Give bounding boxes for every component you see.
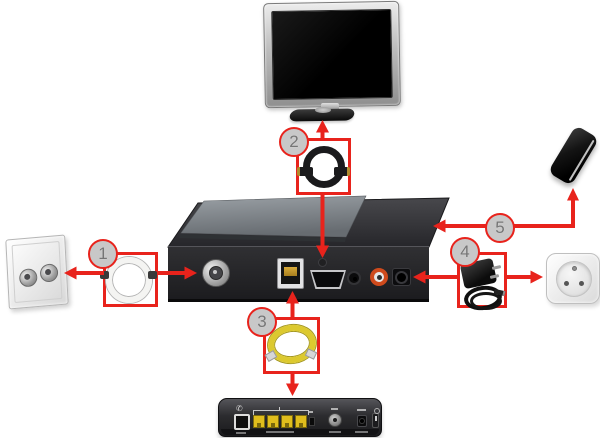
outlet-hole-left [564,281,569,286]
coax-end-left [100,271,109,279]
wall-socket-hole-right [44,268,52,276]
stb-lid [180,195,367,238]
sat-input-pin [213,270,217,274]
hdmi-screw-hole [319,259,326,266]
rca-center-pin [376,274,382,280]
router-reset-button [309,417,315,426]
phone-port-label [236,432,246,434]
router: ✆ [218,398,382,437]
hdmi-port [310,270,346,289]
hdmi-connector-right [334,167,350,176]
ethernet-port [277,258,304,289]
arrow-to-power-outlet-head [530,270,543,284]
reset-icon [309,411,313,413]
phone-icon: ✆ [236,404,243,413]
power-in-icon [357,409,366,411]
outlet-ground-pin [572,266,577,271]
rca-audio-port [370,268,388,286]
stb-top-face [167,197,450,248]
outlet-hole-right [579,281,584,286]
coax-port-label [329,431,341,433]
step3-badge: 3 [247,307,277,337]
router-coax-hole [333,418,337,422]
hdmi-connector-left [297,167,313,176]
audio-jack-port [347,271,361,285]
router-lan-bracket-tick [279,407,280,411]
tv-stand-neck [321,103,339,111]
arrow-to-router-head [286,383,299,396]
dc-power-hole [395,270,408,284]
power-icon [374,408,380,414]
router-dc-port [357,415,367,427]
router-phone-port [234,414,250,430]
router-lan-port-2 [267,415,279,428]
router-power-switch [372,413,379,428]
dc-power-port [392,268,411,286]
external-hard-drive [547,124,600,187]
cable-icon [331,408,338,410]
router-lan-port-3 [281,415,293,428]
ethernet-port-pins [284,267,297,276]
ethernet-ports-label [266,431,294,433]
router-lan-bracket [253,410,309,415]
router-coax-port [328,413,342,427]
sat-input-port [202,259,230,287]
step2-badge: 2 [279,127,309,157]
dc-port-label [355,431,368,433]
power-adapter-cable-coil-2 [470,292,502,310]
router-lan-port-1 [253,415,265,428]
router-lan-port-4 [295,415,307,428]
satellite-wall-socket [5,234,69,310]
step5-badge: 5 [485,213,515,243]
tv [263,0,401,109]
outlet-recess [556,261,592,297]
step1-box [103,252,158,307]
step3-box [263,317,320,374]
power-outlet [546,253,600,304]
arrow-to-hdd-head [567,188,579,201]
step4-badge: 4 [450,237,480,267]
tv-stand-disc [315,107,331,113]
audio-jack-hole [353,277,357,281]
tv-screen [271,8,393,101]
step1-badge: 1 [88,239,118,269]
coax-cable-coil [106,257,152,303]
arrow-hdd-to-stb-head [433,219,446,233]
hdd-reflection [568,139,595,182]
router-bottom-band [221,429,379,435]
hdmi-port-slot [312,272,344,287]
wall-socket-hole-left [24,273,31,281]
coax-end-right [148,271,157,279]
stb-lid-edge [179,234,346,242]
arrow-to-tv-head [316,120,329,133]
